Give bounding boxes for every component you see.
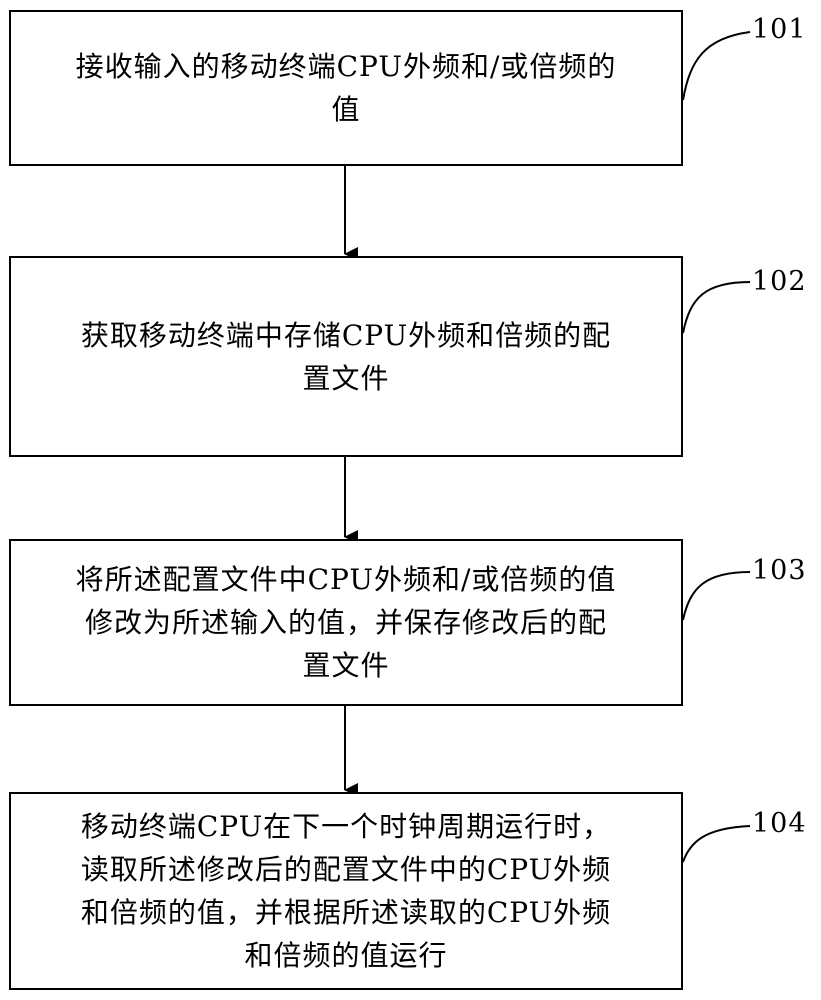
step-label-104: 104 — [752, 808, 807, 839]
step-text-104: 移动终端CPU在下一个时钟周期运行时， 读取所述修改后的配置文件中的CPU外频 … — [80, 810, 612, 972]
step-box-104: 移动终端CPU在下一个时钟周期运行时， 读取所述修改后的配置文件中的CPU外频 … — [9, 792, 683, 990]
step-label-103: 103 — [752, 555, 807, 586]
leader-104 — [682, 825, 751, 863]
leader-101 — [682, 31, 751, 101]
step-label-102: 102 — [752, 266, 807, 297]
step-text-103: 将所述配置文件中CPU外频和/或倍频的值 修改为所述输入的值，并保存修改后的配 … — [75, 563, 617, 682]
step-text-101: 接收输入的移动终端CPU外频和/或倍频的 值 — [75, 50, 617, 126]
leader-103 — [682, 571, 751, 621]
step-box-102: 获取移动终端中存储CPU外频和倍频的配 置文件 — [9, 256, 683, 457]
step-box-101: 接收输入的移动终端CPU外频和/或倍频的 值 — [9, 10, 683, 166]
step-box-103: 将所述配置文件中CPU外频和/或倍频的值 修改为所述输入的值，并保存修改后的配 … — [9, 539, 683, 706]
leader-102 — [682, 281, 751, 334]
step-text-102: 获取移动终端中存储CPU外频和倍频的配 置文件 — [80, 318, 612, 395]
step-label-101: 101 — [752, 14, 807, 45]
